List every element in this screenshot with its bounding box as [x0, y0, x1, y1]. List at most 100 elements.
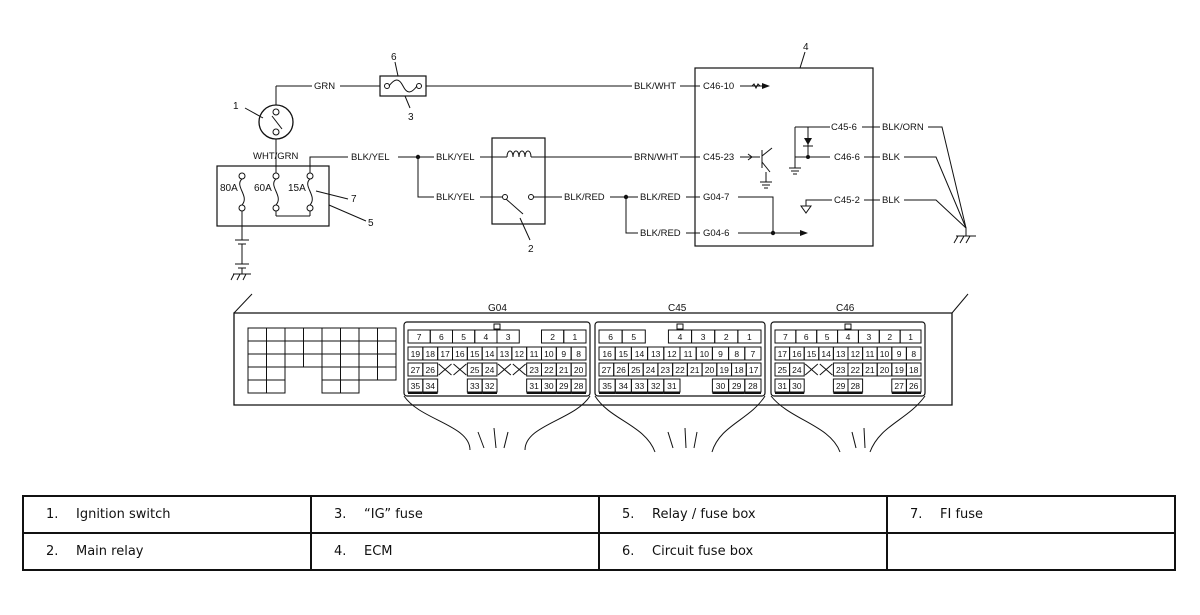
pin-number: 1 — [573, 332, 578, 342]
pin-cell — [737, 329, 762, 344]
legend-item-fi-fuse: 7.FI fuse — [886, 495, 1176, 534]
pin-cell — [570, 346, 587, 361]
pin-number: 2 — [550, 332, 555, 342]
pin-number: 4 — [678, 332, 683, 342]
grid-cell — [266, 366, 286, 381]
pin-cell — [563, 329, 587, 344]
battery-ground-icon — [230, 239, 251, 281]
pin-number: 26 — [616, 365, 626, 375]
relay-coil-icon — [506, 150, 532, 158]
ecm-transistor-icon — [760, 147, 773, 189]
legend-item-circuit-fuse-box: 6.Circuit fuse box — [598, 532, 888, 571]
pin-number: 18 — [426, 349, 436, 359]
harness-wire — [403, 395, 471, 451]
grid-cell — [247, 353, 267, 368]
connector-key-notch — [844, 323, 852, 330]
grid-cell — [284, 340, 304, 355]
pin-number: 11 — [530, 349, 539, 359]
grid-cell — [321, 379, 341, 394]
pin-number: 9 — [897, 349, 902, 359]
legend-item-ecm: 4.ECM — [310, 532, 600, 571]
pin-number: 13 — [836, 349, 846, 359]
callout-3: 3 — [408, 112, 414, 123]
connector-key-notch — [676, 323, 684, 330]
blank-pin-mark — [497, 363, 512, 376]
fuse-label-60a: 60A — [254, 183, 272, 194]
pin-number: 20 — [705, 365, 715, 375]
grid-cell — [358, 366, 378, 381]
grid-cell — [321, 327, 341, 342]
chassis-ground-icon — [953, 228, 976, 244]
pin-cell — [899, 329, 922, 344]
pin-number: 1 — [747, 332, 752, 342]
pin-number: 29 — [836, 381, 846, 391]
fuse-label-80a: 80A — [220, 183, 238, 194]
grid-cell — [284, 353, 304, 368]
terminal-c45-2: C45-2 — [834, 195, 860, 206]
pin-number: 10 — [880, 349, 890, 359]
fuse-15a — [276, 172, 314, 217]
ecm-mounting-grid — [247, 327, 397, 394]
ecm-power-circuit-diagram: 1 GRN 6 3 BLK/WHT C46-10 4 WHT/GRN 5 80A — [216, 42, 976, 453]
pin-number: 9 — [561, 349, 566, 359]
pin-number: 17 — [440, 349, 450, 359]
legend-table: 1.Ignition switch 3.“IG” fuse 5.Relay / … — [22, 495, 1176, 571]
pin-cell — [905, 346, 922, 361]
pin-number: 22 — [851, 365, 861, 375]
pin-number: 12 — [515, 349, 525, 359]
pin-number: 29 — [559, 381, 569, 391]
callout-6: 6 — [391, 52, 397, 63]
pin-number: 14 — [485, 349, 495, 359]
blank-pin-mark — [453, 363, 467, 376]
pin-number: 7 — [417, 332, 422, 342]
pin-number: 31 — [667, 381, 677, 391]
pin-number: 2 — [887, 332, 892, 342]
pin-number: 10 — [700, 349, 710, 359]
grid-cell — [358, 353, 378, 368]
pin-number: 13 — [651, 349, 661, 359]
pin-number: 14 — [635, 349, 645, 359]
pin-number: 19 — [411, 349, 421, 359]
pin-number: 18 — [734, 365, 744, 375]
wire-label-blk-yel-1: BLK/YEL — [351, 152, 390, 163]
wire-label-blk-orn: BLK/ORN — [882, 122, 924, 133]
wire-harness — [403, 395, 926, 453]
grid-cell — [247, 366, 267, 381]
grid-cell — [358, 340, 378, 355]
main-relay-box — [491, 137, 546, 225]
pin-cell — [789, 362, 805, 377]
pin-number: 10 — [544, 349, 554, 359]
pin-number: 25 — [778, 365, 788, 375]
pin-number: 28 — [574, 381, 584, 391]
pin-number: 2 — [724, 332, 729, 342]
pin-number: 19 — [894, 365, 904, 375]
pin-number: 6 — [439, 332, 444, 342]
connector-key-notch — [493, 323, 501, 330]
blank-pin-mark — [512, 363, 526, 376]
terminal-c45-6: C45-6 — [831, 122, 857, 133]
legend-item-ignition-switch: 1.Ignition switch — [22, 495, 312, 534]
relay-fuse-box — [216, 165, 330, 227]
legend-row: 2.Main relay 4.ECM 6.Circuit fuse box — [22, 532, 1176, 571]
wire-label-blk-2: BLK — [882, 195, 901, 206]
grid-cell — [340, 353, 360, 368]
pin-number: 8 — [576, 349, 581, 359]
pin-number: 4 — [846, 332, 851, 342]
harness-wire — [711, 395, 766, 453]
pin-number: 26 — [426, 365, 436, 375]
pin-number: 21 — [559, 365, 569, 375]
pin-number: 15 — [470, 349, 480, 359]
pin-cell — [905, 362, 922, 377]
pin-number: 8 — [911, 349, 916, 359]
blank-pin-mark — [804, 363, 819, 376]
pin-number: 5 — [825, 332, 830, 342]
pin-number: 13 — [500, 349, 510, 359]
pin-number: 30 — [792, 381, 802, 391]
harness-wire — [851, 431, 857, 449]
grid-cell — [321, 353, 341, 368]
pin-number: 27 — [602, 365, 612, 375]
